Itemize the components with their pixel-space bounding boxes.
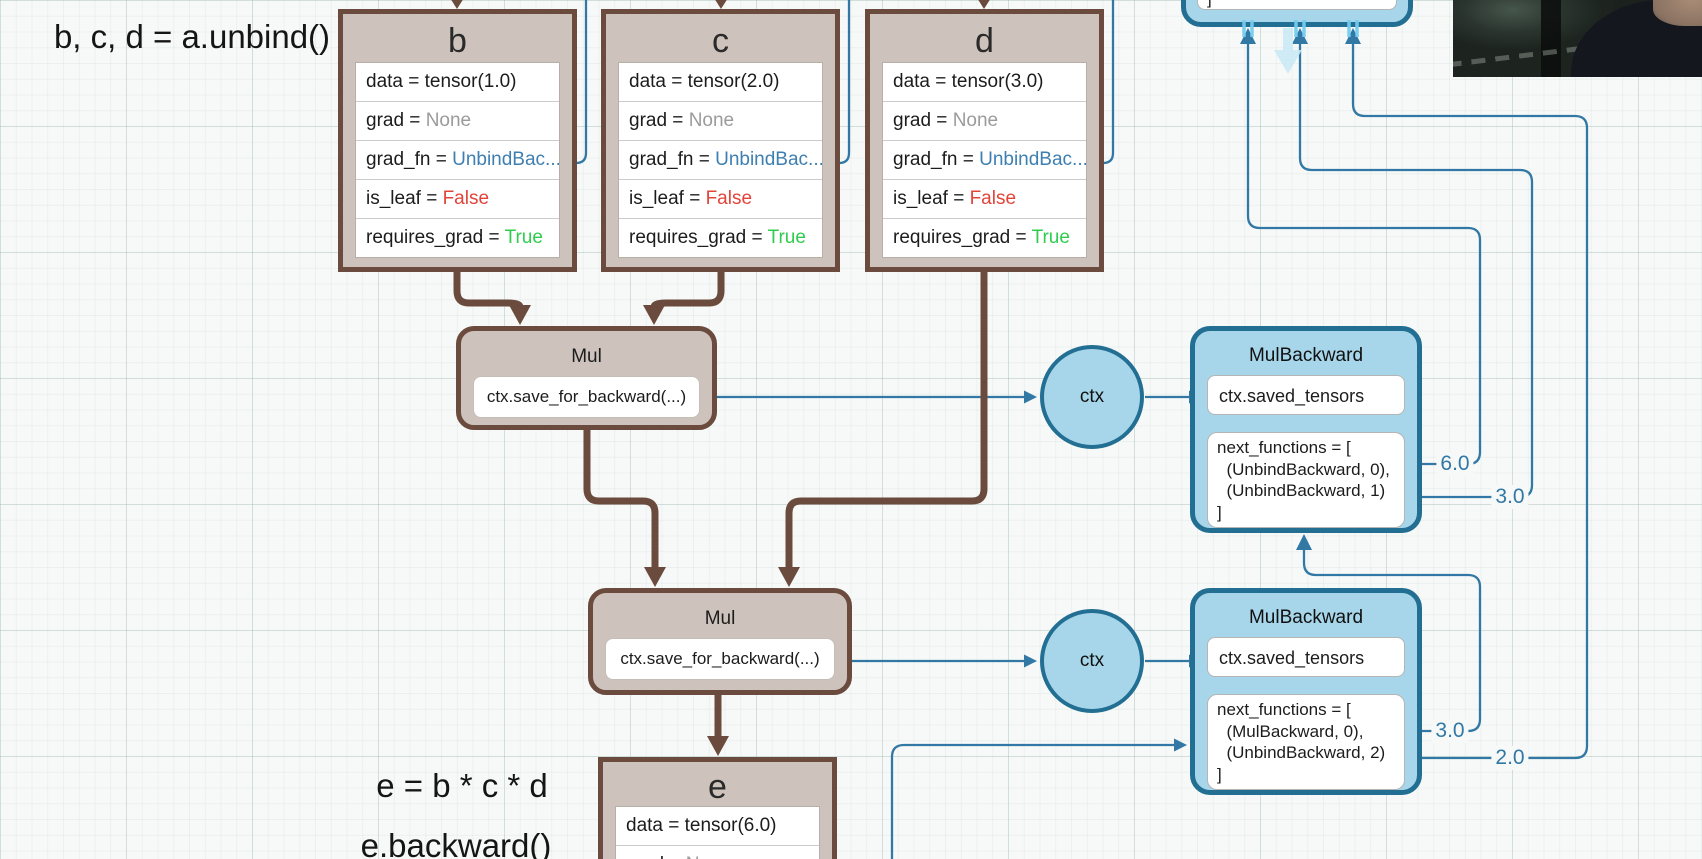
arrowhead-into-mulbackward2-left [1174, 738, 1187, 752]
webcam-window-frame [1541, 0, 1561, 77]
grad-value-label: 2.0 [1491, 746, 1529, 770]
attr-row-data: data = tensor(2.0) [629, 71, 780, 92]
next-functions-list: next_functions = [ (MulBackward, 0), (Un… [1207, 694, 1405, 790]
tensor-attributes: data = tensor(1.0) grad = None grad_fn =… [355, 62, 560, 258]
mul-node-title: Mul [571, 346, 602, 367]
next-functions-line: next_functions = [ [1217, 438, 1351, 457]
attr-row-is-leaf: is_leaf = False [356, 179, 559, 218]
ctx-circle-1: ctx [1040, 345, 1144, 449]
arrowhead-up-unbindbackward-0 [1240, 28, 1256, 44]
mulbackward-title: MulBackward [1248, 345, 1364, 366]
next-functions-line: (UnbindBackward, 0), [1217, 459, 1390, 479]
tensor-box-title: b [448, 22, 467, 60]
saved-tensors-field: ctx.saved_tensors [1207, 637, 1405, 677]
arrowhead-into-ctx2 [1024, 654, 1037, 668]
next-functions-list: next_functions = [ (UnbindBackward, 0), … [1207, 432, 1405, 528]
arrowhead-b-into-mul1 [509, 305, 531, 325]
save-for-backward-call: ctx.save_for_backward(...) [473, 376, 700, 418]
mul-node-title: Mul [704, 608, 736, 629]
arrowhead-up-unbindbackward-1 [1292, 28, 1308, 44]
arrowhead-mul1-into-mul2 [644, 567, 666, 587]
next-functions-line: next_functions = [ [1217, 700, 1351, 719]
tensor-box-d: d data = tensor(3.0) grad = None grad_fn… [865, 9, 1104, 272]
attr-row-data: data = tensor(1.0) [366, 71, 517, 92]
attr-row-is-leaf: is_leaf = False [619, 179, 822, 218]
next-functions-line: ] [1217, 502, 1222, 522]
mul-node-1: Mul ctx.save_for_backward(...) [456, 326, 717, 430]
flow-d-to-mul2 [785, 271, 988, 567]
tensor-attributes: data = tensor(3.0) grad = None grad_fn =… [882, 62, 1087, 258]
tensor-attributes: data = tensor(6.0) grad = None [615, 806, 820, 859]
flow-mul1-to-mul2 [583, 430, 659, 567]
flow-c-to-mul1 [650, 271, 725, 309]
attr-row-requires-grad: requires_grad = True [356, 218, 559, 257]
arrowhead-into-ctx1 [1024, 390, 1037, 404]
mulbackward-node-2: MulBackward ctx.saved_tensors next_funct… [1190, 588, 1422, 795]
code-label-unbind: b, c, d = a.unbind() [53, 18, 331, 55]
tensor-box-title: c [712, 22, 729, 60]
attr-row-data: data = tensor(6.0) [626, 815, 777, 836]
save-for-backward-call: ctx.save_for_backward(...) [605, 638, 835, 680]
next-functions-line: (MulBackward, 0), [1217, 721, 1364, 741]
next-functions-line: ] [1217, 764, 1222, 784]
attr-row-grad: grad = None [616, 845, 819, 859]
attr-row-grad: grad = None [883, 101, 1086, 140]
wire-e-gradfn-to-mulbackward2 [890, 743, 1174, 859]
mulbackward-node-1: MulBackward ctx.saved_tensors next_funct… [1190, 326, 1422, 533]
tensor-box-title: e [708, 768, 727, 806]
arrowhead-into-c [715, 0, 727, 9]
arrowhead-c-into-mul1 [643, 305, 665, 325]
ghost-arrow-down-icon [1274, 50, 1302, 74]
grad-value-label: 3.0 [1431, 719, 1469, 743]
tensor-attributes: data = tensor(2.0) grad = None grad_fn =… [618, 62, 823, 258]
ctx-circle-2: ctx [1040, 609, 1144, 713]
tensor-box-c: c data = tensor(2.0) grad = None grad_fn… [601, 9, 840, 272]
grad-value-label: 3.0 [1491, 485, 1529, 509]
attr-row-grad-fn: grad_fn = UnbindBac... [883, 140, 1086, 179]
arrowhead-into-d [978, 0, 990, 9]
attr-row-is-leaf: is_leaf = False [883, 179, 1086, 218]
attr-row-data: data = tensor(3.0) [893, 71, 1044, 92]
unbindbackward-node-partial: ] [1181, 0, 1413, 27]
next-functions-list: ] [1197, 0, 1397, 10]
attr-row-requires-grad: requires_grad = True [619, 218, 822, 257]
arrowhead-up-into-mulbackward1 [1296, 534, 1312, 550]
code-label-backward-call: e.backward() [360, 827, 552, 859]
mul-node-2: Mul ctx.save_for_backward(...) [588, 588, 852, 695]
arrowhead-mul2-into-e [707, 736, 729, 756]
arrowhead-up-unbindbackward-2 [1345, 28, 1361, 44]
flow-b-to-mul1 [453, 271, 524, 309]
grad-value-label: 6.0 [1436, 452, 1474, 476]
attr-row-grad: grad = None [356, 101, 559, 140]
attr-row-grad-fn: grad_fn = UnbindBac... [619, 140, 822, 179]
attr-row-requires-grad: requires_grad = True [883, 218, 1086, 257]
tensor-box-b: b data = tensor(1.0) grad = None grad_fn… [338, 9, 577, 272]
attr-row-grad: grad = None [619, 101, 822, 140]
next-functions-line: (UnbindBackward, 1) [1217, 481, 1386, 500]
next-functions-line: ] [1207, 0, 1212, 9]
arrowhead-d-into-mul2 [778, 567, 800, 587]
arrowhead-into-b [451, 0, 463, 9]
ghost-arrow-shaft [1283, 28, 1293, 52]
mulbackward-title: MulBackward [1248, 607, 1364, 628]
next-functions-line: (UnbindBackward, 2) [1217, 743, 1386, 762]
tensor-box-title: d [975, 22, 994, 60]
saved-tensors-field: ctx.saved_tensors [1207, 375, 1405, 415]
code-label-mul-expr: e = b * c * d [376, 767, 548, 804]
tensor-box-e: e data = tensor(6.0) grad = None [598, 757, 837, 859]
attr-row-grad-fn: grad_fn = UnbindBac... [356, 140, 559, 179]
webcam-overlay [1453, 0, 1702, 77]
